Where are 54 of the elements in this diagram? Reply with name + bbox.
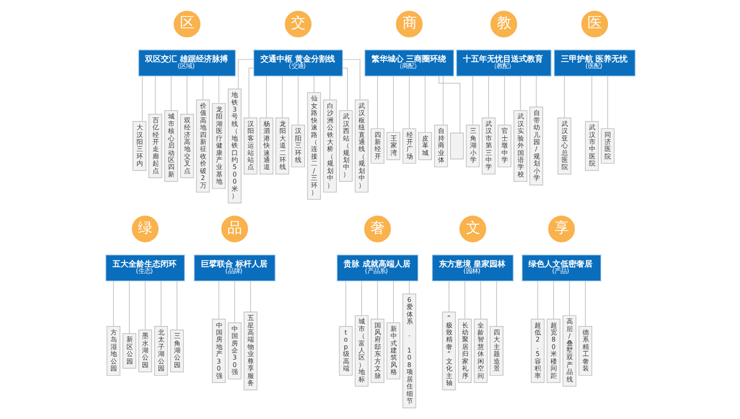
connector	[392, 280, 394, 324]
connector	[218, 76, 219, 104]
connector	[438, 76, 460, 134]
connector	[329, 76, 330, 100]
connector	[376, 76, 378, 129]
node-circle: 绿	[131, 216, 158, 242]
connector	[160, 280, 161, 326]
connector	[218, 280, 219, 320]
node-circle: 区	[173, 10, 200, 38]
connector	[392, 76, 394, 132]
connector	[606, 76, 608, 129]
connector	[442, 76, 444, 126]
connector	[584, 280, 586, 326]
connector	[313, 76, 314, 93]
connector	[144, 280, 146, 330]
connector	[552, 280, 554, 320]
connector	[342, 59, 360, 100]
connector	[408, 76, 410, 129]
connector	[360, 280, 362, 316]
connector	[568, 280, 570, 316]
connector	[536, 280, 538, 320]
connector	[448, 280, 449, 312]
connector	[342, 68, 348, 111]
node-circle: 奢	[364, 216, 390, 242]
connector	[281, 76, 282, 118]
connector	[344, 280, 346, 326]
connector	[128, 280, 130, 334]
connector	[376, 280, 378, 320]
node-box	[450, 132, 464, 160]
connector	[176, 280, 177, 330]
connector	[237, 59, 254, 90]
node-circle: 商	[395, 10, 422, 38]
connector	[297, 76, 298, 126]
connector	[141, 76, 142, 122]
node-circle: 交	[284, 10, 312, 38]
node-circle: 教	[490, 10, 517, 38]
connector	[202, 76, 203, 100]
connector	[186, 76, 187, 114]
connector	[424, 76, 426, 132]
node-circle: 品	[220, 216, 248, 242]
connector	[590, 76, 592, 122]
connector	[170, 76, 172, 111]
connector	[234, 280, 235, 324]
node-circle: 文	[458, 216, 486, 242]
connector	[248, 68, 254, 118]
connector	[154, 76, 156, 114]
node-circle: 医	[580, 10, 608, 38]
node-circle: 享	[548, 216, 574, 242]
connector	[535, 76, 536, 108]
connector	[472, 76, 473, 126]
connector	[480, 280, 481, 320]
connector	[408, 280, 410, 294]
connector	[464, 280, 465, 320]
connector	[112, 280, 114, 326]
